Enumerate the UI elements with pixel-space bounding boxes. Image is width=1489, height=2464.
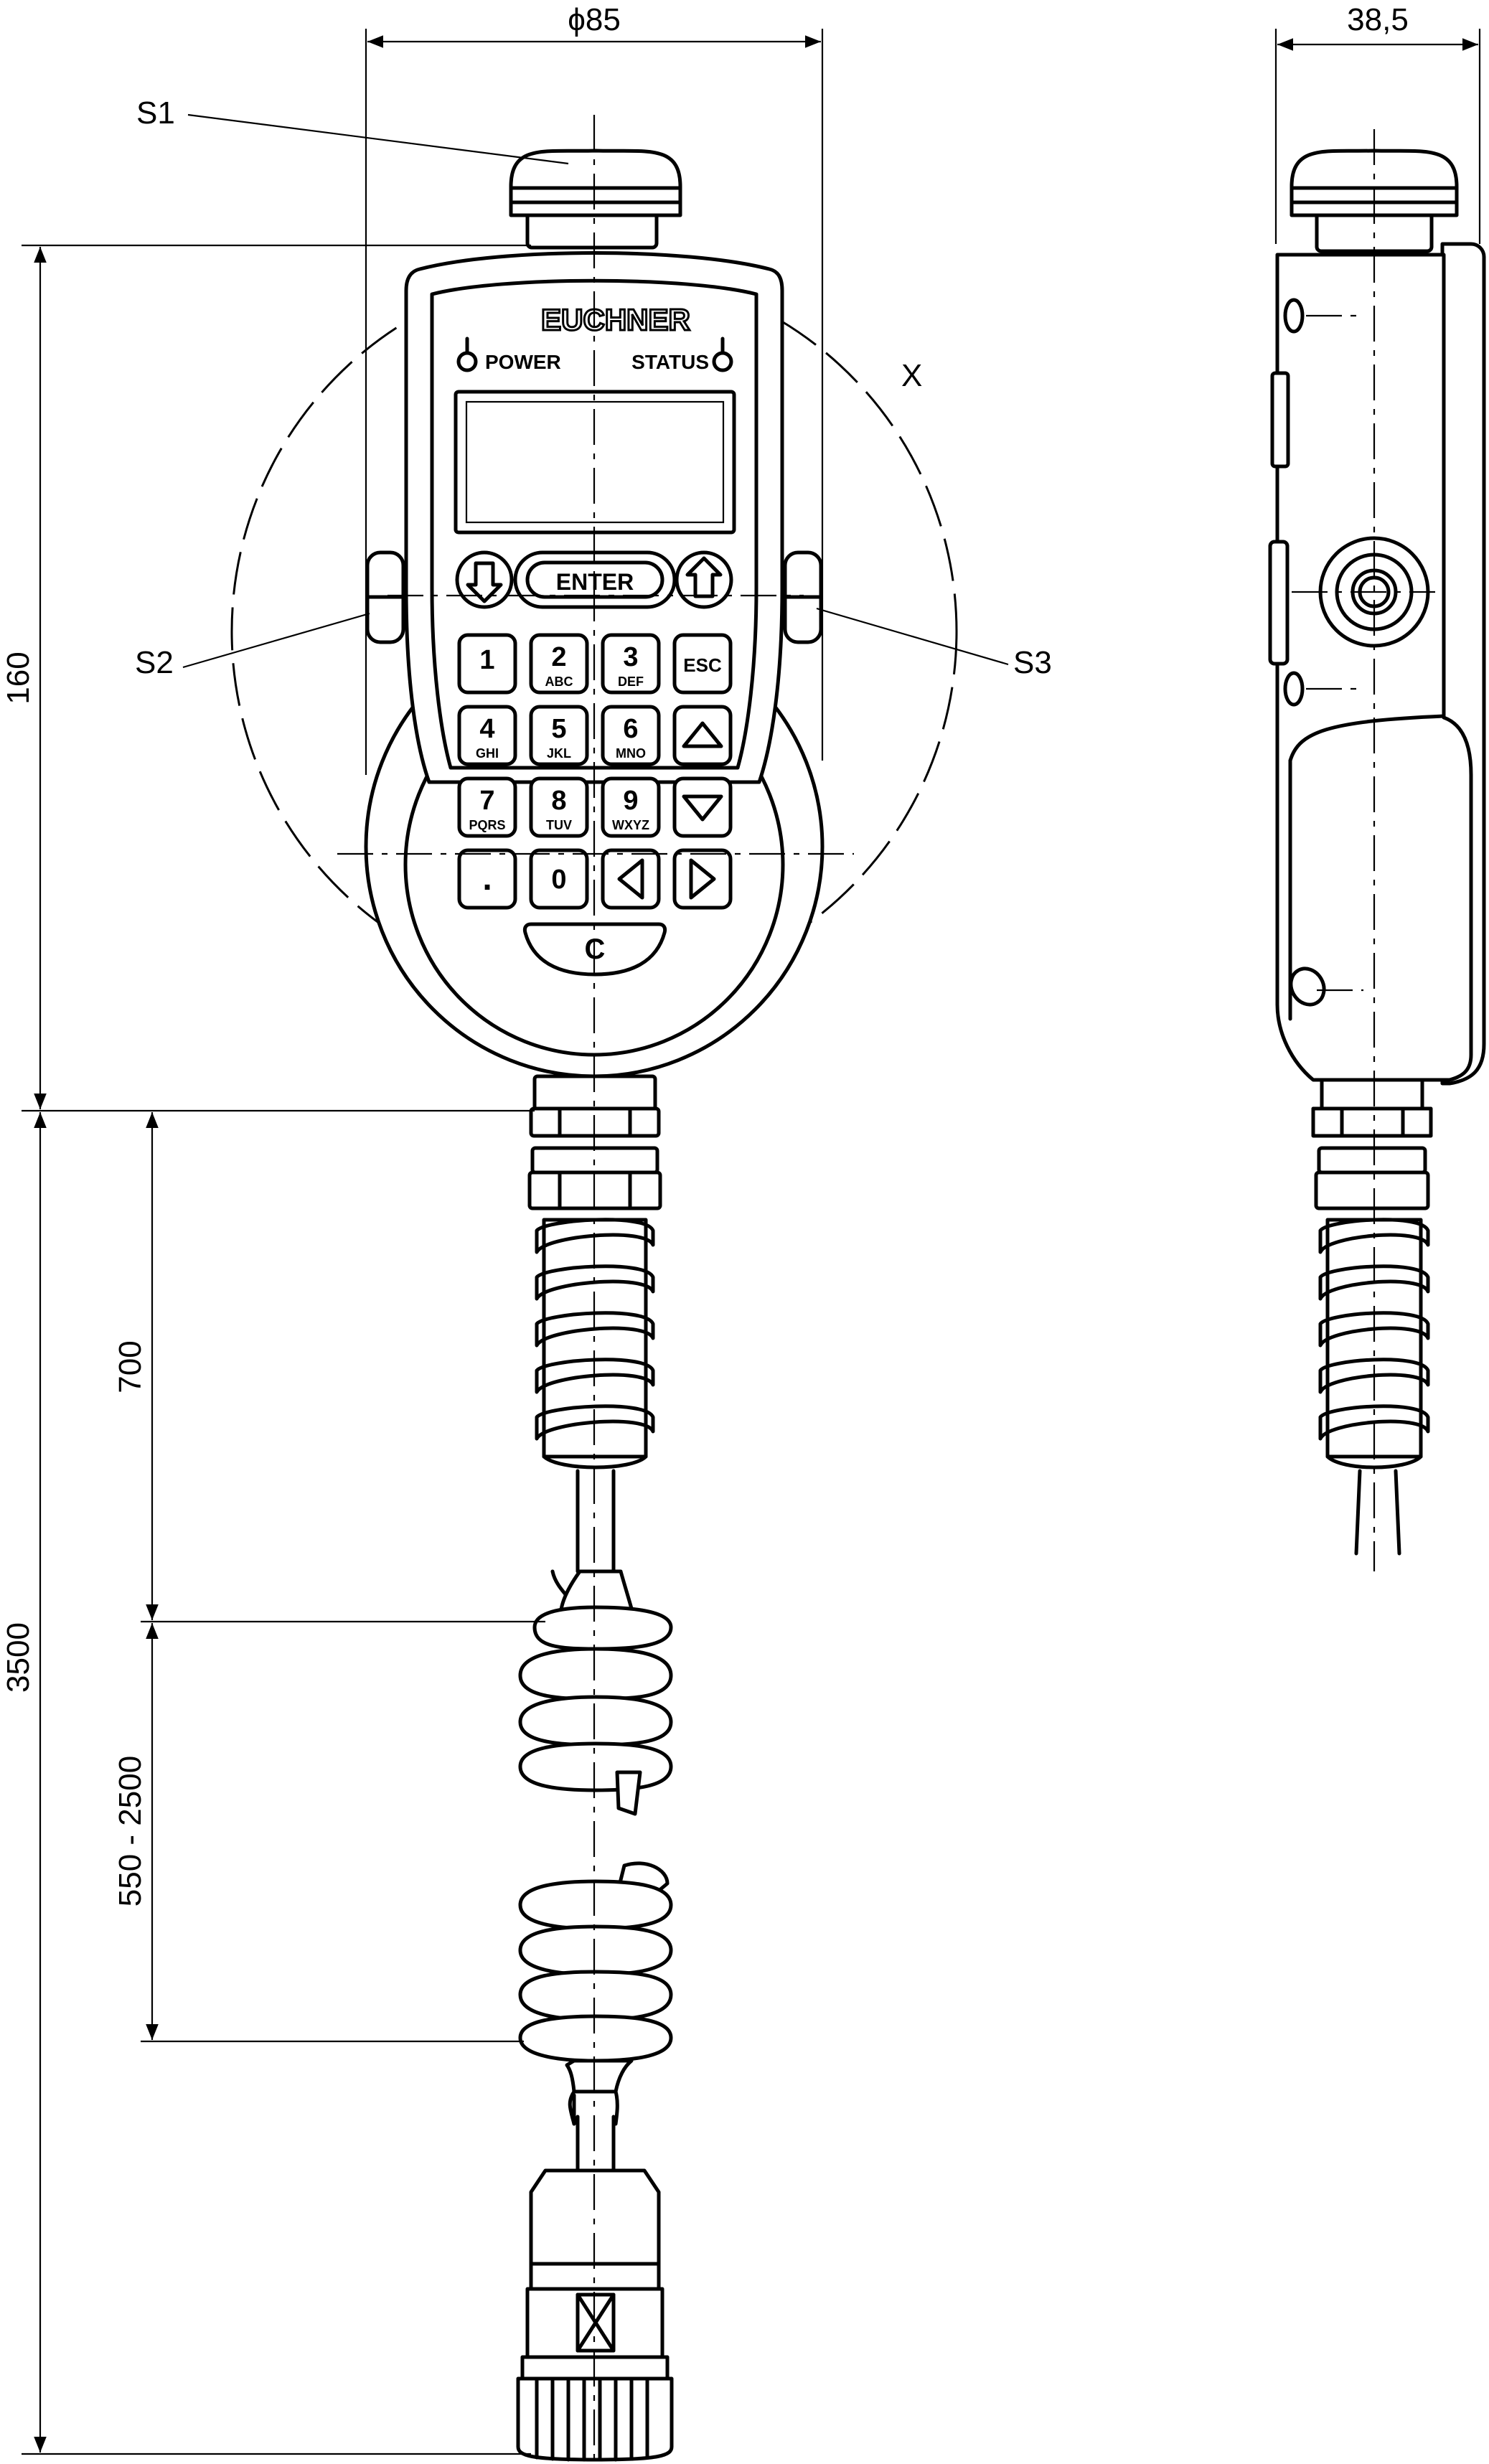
key-left bbox=[601, 848, 661, 910]
key-8 bbox=[529, 776, 589, 838]
key-2 bbox=[529, 633, 589, 695]
key-up bbox=[672, 705, 733, 766]
arrow-left-icon bbox=[617, 858, 644, 900]
display-screen-inner bbox=[465, 400, 725, 524]
key-5-sub: JKL bbox=[547, 746, 571, 761]
dim-depth-label: 38,5 bbox=[1347, 2, 1409, 37]
callout-s2-leader bbox=[182, 612, 370, 669]
dim-height-label: 160 bbox=[1, 652, 36, 704]
key-0 bbox=[529, 848, 589, 910]
arrow-down-icon bbox=[682, 794, 723, 822]
arrow-up-icon bbox=[682, 721, 723, 748]
scroll-down-key bbox=[455, 550, 514, 609]
side-mount-hole-2 bbox=[1283, 671, 1305, 707]
key-esc-label: ESC bbox=[683, 654, 722, 676]
key-4 bbox=[457, 705, 517, 766]
key-1 bbox=[457, 633, 517, 695]
key-6-label: 6 bbox=[623, 714, 638, 744]
arrow-right-icon bbox=[689, 858, 716, 900]
key-8-label: 8 bbox=[551, 786, 566, 816]
key-4-label: 4 bbox=[479, 714, 494, 744]
callout-s2-label: S2 bbox=[135, 645, 174, 680]
key-9 bbox=[601, 776, 661, 838]
callout-s1-label: S1 bbox=[136, 95, 175, 131]
side-mount-hole-3 bbox=[1289, 967, 1326, 1007]
key-0-label: 0 bbox=[551, 865, 566, 895]
callout-s3-leader bbox=[816, 607, 1009, 666]
key-right bbox=[672, 848, 733, 910]
status-led-icon bbox=[712, 351, 733, 372]
detail-x-label: X bbox=[901, 358, 922, 393]
key-8-sub: TUV bbox=[546, 818, 572, 832]
dim-total-label: 3500 bbox=[1, 1622, 36, 1693]
key-down bbox=[672, 776, 733, 838]
scroll-up-key bbox=[675, 550, 733, 609]
key-1-label: 1 bbox=[479, 645, 494, 675]
key-esc bbox=[672, 633, 733, 695]
callout-s3-label: S3 bbox=[1013, 645, 1052, 680]
housing-upper-inner bbox=[430, 278, 758, 770]
key-3-sub: DEF bbox=[618, 674, 644, 689]
key-3 bbox=[601, 633, 661, 695]
key-9-sub: WXYZ bbox=[612, 818, 649, 832]
emergency-stop-button bbox=[509, 149, 682, 250]
dim-diameter-label: ϕ85 bbox=[568, 2, 621, 37]
keypad: 1 2 ABC 3 DEF ESC 4 GHI 5 JKL 6 MNO 7 PQ… bbox=[457, 633, 733, 977]
side-mount-hole-1 bbox=[1283, 298, 1305, 334]
key-6-sub: MNO bbox=[616, 746, 646, 761]
side-view bbox=[1268, 129, 1486, 1571]
key-3-label: 3 bbox=[623, 642, 638, 672]
power-led-label: POWER bbox=[485, 351, 561, 373]
cable-lower bbox=[568, 2089, 619, 2173]
dim-cable-straight-label: 700 bbox=[113, 1340, 148, 1393]
callout-s1-leader bbox=[187, 113, 569, 165]
key-7 bbox=[457, 776, 517, 838]
key-7-label: 7 bbox=[479, 786, 494, 816]
key-9-label: 9 bbox=[623, 786, 638, 816]
dim-coil-label: 550 - 2500 bbox=[113, 1756, 148, 1906]
key-dot bbox=[457, 848, 517, 910]
key-7-sub: PQRS bbox=[469, 818, 505, 832]
coiled-cable-upper bbox=[518, 1569, 673, 1816]
coiled-cable-lower bbox=[518, 1861, 673, 2094]
key-2-sub: ABC bbox=[545, 674, 573, 689]
key-dot-label: . bbox=[482, 860, 492, 898]
key-4-sub: GHI bbox=[476, 746, 499, 761]
key-5-label: 5 bbox=[551, 714, 566, 744]
power-led-icon bbox=[456, 351, 478, 372]
status-led-label: STATUS bbox=[631, 351, 709, 373]
key-2-label: 2 bbox=[551, 642, 566, 672]
key-5 bbox=[529, 705, 589, 766]
key-6 bbox=[601, 705, 661, 766]
brand-logo: EUCHNER bbox=[541, 303, 690, 337]
front-view: EUCHNER POWER STATUS ENTER 1 2 ABC bbox=[230, 115, 958, 2464]
